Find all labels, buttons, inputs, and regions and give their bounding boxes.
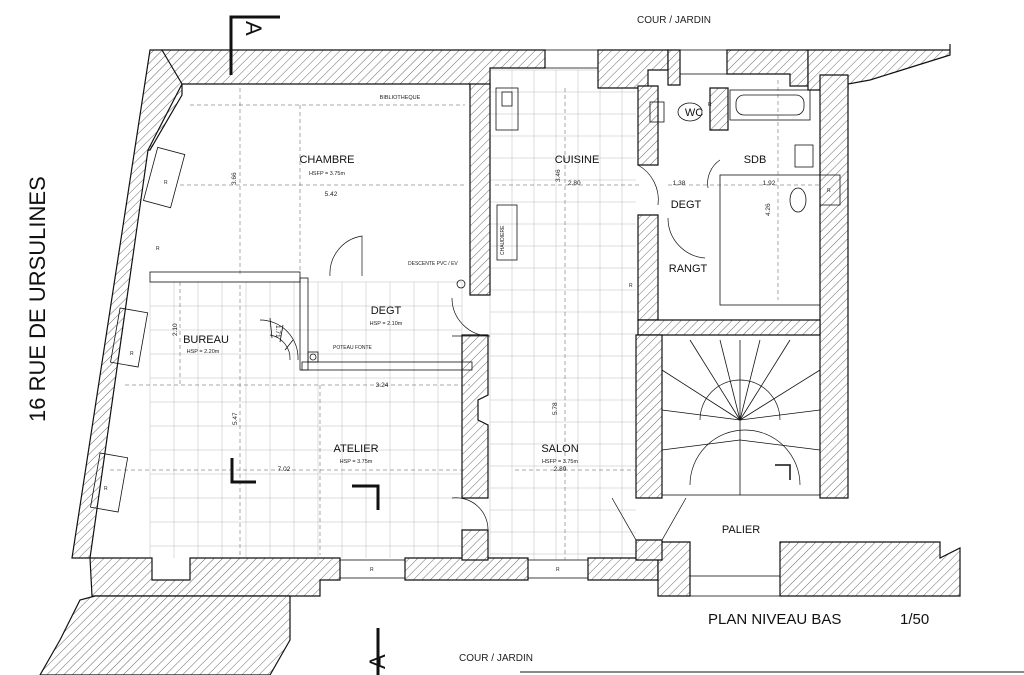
section-view-markers (230, 458, 791, 510)
dim-bureau-height: 2.10 (172, 323, 179, 336)
section-cut-top: A (229, 15, 280, 75)
dim-sdb-width: 1.92 (763, 180, 776, 187)
room-atelier: ATELIER (333, 443, 378, 455)
column-icon (307, 351, 319, 363)
toilet-icon (677, 102, 703, 122)
dim-salon-height: 5.78 (552, 402, 559, 415)
radiator-label: R (164, 180, 168, 186)
dim-degt-width: 1.38 (673, 180, 686, 187)
street-label: 16 RUE DE URSULINES (25, 176, 50, 422)
room-salon: SALON (541, 443, 578, 455)
dimension-lines (110, 80, 820, 560)
room-atelier-height: HSP = 3.75m (340, 459, 373, 465)
radiator-label: R (104, 486, 108, 492)
sink-icon (495, 87, 519, 131)
room-sdb: SDB (744, 154, 767, 166)
room-palier: PALIER (722, 524, 760, 536)
radiator-label: R (708, 102, 712, 108)
room-degt-top: DEGT (671, 199, 702, 211)
doors (329, 159, 721, 541)
room-cuisine: CUISINE (555, 154, 600, 166)
dim-chambre-height: 3.66 (231, 172, 238, 185)
room-chaudiere: CHAUDIERE (500, 225, 506, 255)
room-bureau: BUREAU (183, 334, 229, 346)
dim-sdb-height: 4.26 (765, 203, 772, 216)
spiral-staircase (259, 317, 299, 361)
section-marker-label: A (241, 21, 266, 36)
dim-degt-span: 3.24 (376, 382, 389, 389)
plan-title: PLAN NIVEAU BAS (708, 611, 841, 628)
exterior-walls (39, 44, 961, 675)
label-bottom-courtyard: COUR / JARDIN (459, 653, 533, 664)
section-marker-label-bottom: A (365, 654, 390, 669)
fixtures (307, 87, 814, 363)
main-staircase (661, 334, 821, 496)
interior-walls (149, 83, 821, 561)
room-wc: WC (685, 107, 703, 119)
room-bibliotheque: BIBLIOTHEQUE (380, 95, 421, 101)
downpipe-icon (456, 279, 466, 289)
floor-tiles (149, 69, 636, 560)
radiator-label: R (629, 283, 633, 289)
radiator-label: R (130, 351, 134, 357)
room-rangt: RANGT (669, 263, 708, 275)
dim-stair-small: 1.71 (274, 325, 281, 338)
room-salon-height: HSFP = 3.75m (542, 459, 579, 465)
room-bureau-height: HSP = 2.20m (187, 349, 220, 355)
bidet-icon (789, 187, 807, 213)
room-chambre: CHAMBRE (299, 154, 354, 166)
room-degt-mid: DEGT (371, 305, 402, 317)
radiator-label: R (556, 567, 560, 573)
section-cut-bottom: A (365, 628, 390, 675)
dim-atelier-height: 5.47 (232, 412, 239, 425)
note-poteau: POTEAU FONTE (333, 345, 373, 351)
room-chambre-height: HSFP = 3.75m (309, 171, 346, 177)
radiator-label: R (156, 246, 160, 252)
dim-chambre-width: 5.42 (325, 191, 338, 198)
bathtub-icon (729, 89, 811, 121)
radiator-label: R (827, 188, 831, 194)
windows (90, 49, 841, 597)
room-degt-mid-height: HSP = 2.10m (370, 321, 403, 327)
plan-scale: 1/50 (900, 611, 929, 628)
washbasin-icon (794, 144, 814, 168)
dim-salon-width: 2.80 (554, 466, 567, 473)
dim-cuisine-width: 2.80 (568, 180, 581, 187)
label-top-courtyard: COUR / JARDIN (637, 15, 711, 26)
dim-atelier-width: 7.02 (278, 466, 291, 473)
note-descente: DESCENTE PVC / EV (408, 261, 458, 267)
radiator-label: R (370, 567, 374, 573)
dim-cuisine-height: 3.46 (555, 169, 562, 182)
